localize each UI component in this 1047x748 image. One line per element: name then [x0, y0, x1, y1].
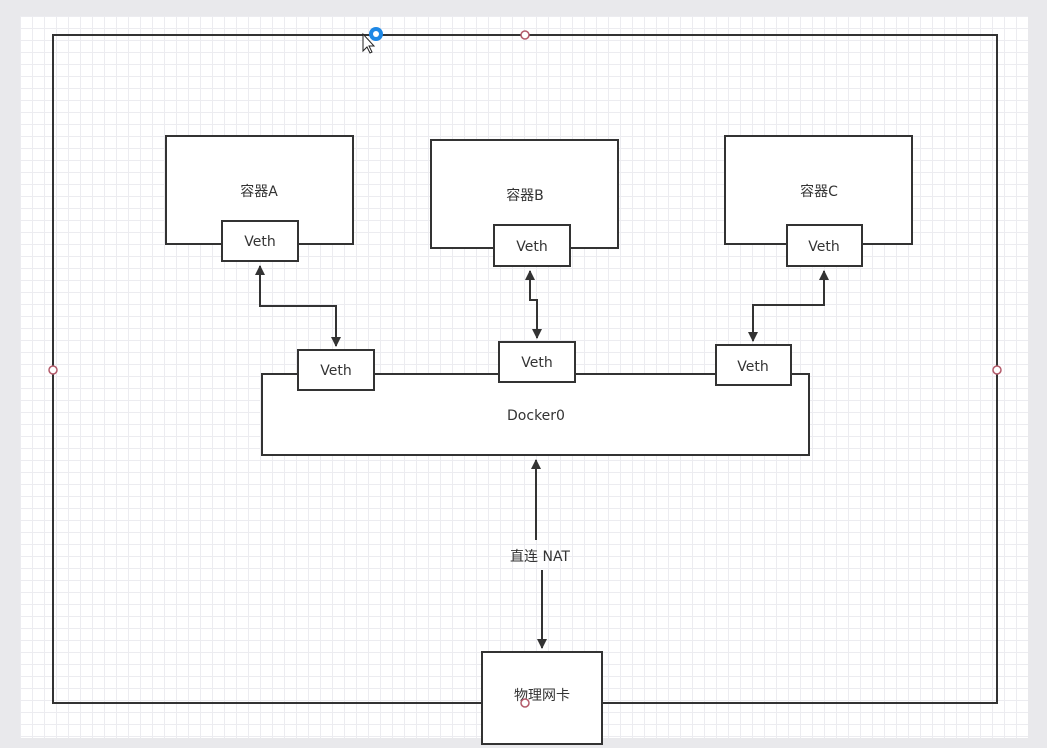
container-b-veth-label: Veth — [516, 239, 547, 255]
connection-point-bottom[interactable] — [520, 698, 530, 708]
docker0-bridge[interactable]: Docker0 Veth Veth Veth — [261, 341, 810, 456]
container-b-veth[interactable] — [493, 224, 571, 267]
nat-link-label: 直连 NAT — [510, 548, 570, 565]
physical-nic[interactable]: 物理网卡 — [481, 651, 603, 745]
container-a-label: 容器A — [240, 183, 278, 200]
docker0-veth-mid-label: Veth — [521, 355, 552, 371]
docker0-label: Docker0 — [507, 408, 565, 424]
docker0-veth-mid[interactable] — [498, 341, 576, 383]
container-c-veth-label: Veth — [808, 239, 839, 255]
mouse-cursor-icon — [362, 32, 376, 54]
rotate-handle[interactable] — [369, 27, 383, 41]
docker0-veth-right[interactable] — [715, 344, 792, 386]
connection-point-left[interactable] — [48, 365, 58, 375]
nic-box[interactable] — [481, 651, 603, 745]
container-c-label: 容器C — [800, 183, 838, 200]
link-b-to-docker0[interactable] — [525, 270, 542, 339]
container-a[interactable]: 容器A Veth — [165, 135, 354, 262]
container-c-veth[interactable] — [786, 224, 863, 267]
docker0-veth-right-label: Veth — [737, 359, 768, 375]
container-a-veth[interactable] — [221, 220, 299, 262]
docker0-veth-left[interactable] — [297, 349, 375, 391]
connection-point-top[interactable] — [520, 30, 530, 40]
link-a-to-docker0[interactable] — [255, 265, 341, 347]
docker0-veth-left-label: Veth — [320, 363, 351, 379]
rotate-handle-center — [373, 31, 379, 37]
container-b-label: 容器B — [506, 187, 544, 204]
container-b[interactable]: 容器B Veth — [430, 139, 619, 267]
connection-point-right[interactable] — [992, 365, 1002, 375]
link-c-to-docker0[interactable] — [748, 270, 829, 342]
container-c[interactable]: 容器C Veth — [724, 135, 913, 267]
container-a-veth-label: Veth — [244, 234, 275, 250]
